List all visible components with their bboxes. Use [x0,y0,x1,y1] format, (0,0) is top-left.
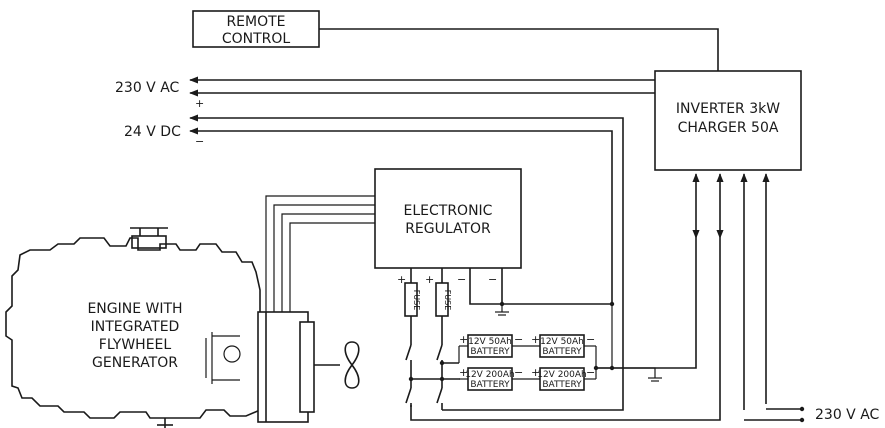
battery-top-right-type: BATTERY [542,347,582,357]
svg-text:+: + [459,333,468,346]
remote-link-wire [319,28,719,71]
battery-bottom-left-type: BATTERY [470,380,510,390]
svg-text:−: − [514,366,523,379]
dc-minus-sign: − [195,135,204,148]
generator-housing [257,311,340,423]
battery-polarity: + − + − + − + − [459,333,595,379]
battery-bottom-right-type: BATTERY [542,380,582,390]
battery-top-left-type: BATTERY [470,347,510,357]
electronic-regulator-block: ELECTRONIC REGULATOR [374,168,522,269]
engine-label-line3: FLYWHEEL [99,337,172,353]
battery-bottom-right: 12V 200Ah BATTERY [537,367,587,391]
ac-output-lines [189,76,655,97]
battery-top-right-rating: 12V 50Ah [540,337,584,347]
battery-top-left: 12V 50Ah BATTERY [467,334,513,358]
engine-label-line2: INTEGRATED [91,319,180,335]
svg-text:+: + [531,333,540,346]
dc-plus-sign: + [195,97,204,110]
battery-top-right: 12V 50Ah BATTERY [539,334,585,358]
reg-minus-2: − [488,273,497,286]
svg-text:+: + [459,366,468,379]
remote-label-line2: CONTROL [222,31,291,47]
battery-wiring [458,305,662,382]
dc-output-lines [189,114,624,305]
battery-bottom-right-rating: 12V 200Ah [537,370,587,380]
remote-control-block: REMOTE CONTROL [192,10,320,48]
battery-bottom-left-rating: 12V 200Ah [465,370,515,380]
inverter-label-line1: INVERTER 3kW [676,101,780,117]
regulator-label-line1: ELECTRONIC [404,203,493,219]
dc-output-label: 24 V DC [124,124,181,140]
regulator-negative-bus [469,268,615,316]
svg-text:−: − [514,333,523,346]
reg-plus-1: + [397,273,406,286]
inverter-label-line2: CHARGER 50A [678,120,779,136]
ac-output-label: 230 V AC [115,80,180,96]
remote-label-line1: REMOTE [226,14,285,30]
battery-top-left-rating: 12V 50Ah [468,337,512,347]
charge-switches [405,305,624,411]
engine-outline: ENGINE WITH INTEGRATED FLYWHEEL GENERATO… [5,227,261,428]
ac-input-lines [740,173,805,423]
ac-input-label: 230 V AC [815,407,880,423]
fuse-1: FUSE [404,268,421,345]
svg-text:−: − [586,333,595,346]
generator-regulator-wires [265,195,375,312]
svg-text:+: + [531,366,540,379]
reg-plus-2: + [425,273,434,286]
fuse-2-label: FUSE [443,290,452,311]
battery-bottom-left: 12V 200Ah BATTERY [465,367,515,391]
reg-minus-1: − [457,273,466,286]
svg-text:−: − [586,366,595,379]
engine-label-line4: GENERATOR [92,355,178,371]
regulator-label-line2: REGULATOR [405,221,491,237]
engine-label-line1: ENGINE WITH [87,301,182,317]
fan-icon [344,341,360,389]
inverter-charger-block: INVERTER 3kW CHARGER 50A [654,70,802,171]
fuse-2: FUSE [435,268,452,345]
fuse-1-label: FUSE [412,290,421,311]
